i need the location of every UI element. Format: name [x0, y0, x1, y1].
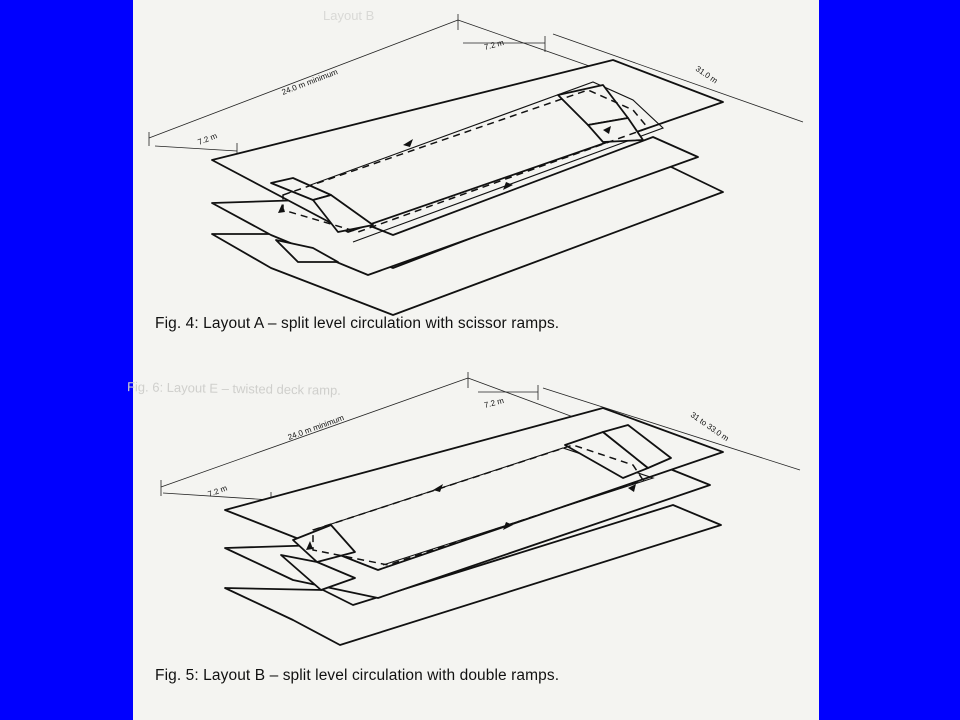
- diagram-canvas: 24.0 m minimum 31.0 m 7.2 m 7.2 m: [148, 14, 804, 646]
- fig5-length-label: 24.0 m minimum: [287, 413, 346, 442]
- fig5-ramp-right-b: [602, 424, 672, 469]
- fig5-direction-arrow: [628, 484, 636, 492]
- figure-5-drawing: 24.0 m minimum 31 to 33.0 m 7.2 m 7.2 m: [160, 372, 801, 646]
- bleed-through-text-top: Layout B: [323, 8, 375, 23]
- fig5-ramp-left-b: [280, 554, 356, 591]
- scanned-page: Layout B Fig. 6: Layout E – twisted deck…: [127, 0, 819, 720]
- fig5-direction-arrow: [433, 484, 443, 492]
- fig4-direction-arrow: [403, 139, 413, 147]
- fig5-circulation-path: [312, 444, 645, 566]
- fig4-direction-arrow: [278, 204, 285, 213]
- fig4-dimension-lines: [148, 14, 804, 162]
- fig5-bay-right-label: 7.2 m: [483, 396, 505, 410]
- fig5-ramp-left-a: [292, 524, 356, 563]
- figure-4-drawing: 24.0 m minimum 31.0 m 7.2 m 7.2 m: [148, 14, 804, 316]
- fig4-length-label: 24.0 m minimum: [280, 67, 339, 97]
- figure-4-caption: Fig. 4: Layout A – split level circulati…: [155, 315, 560, 332]
- fig4-inner-void: [282, 81, 665, 243]
- fig4-ramp-left-c: [275, 239, 339, 263]
- fig4-direction-arrow: [603, 126, 611, 134]
- fig5-direction-arrow: [503, 522, 513, 530]
- fig5-depth-label: 31 to 33.0 m: [689, 410, 731, 443]
- fig4-bay-left-label: 7.2 m: [196, 131, 218, 147]
- fig5-direction-arrow: [306, 541, 313, 550]
- fig5-deck-bottom: [224, 504, 722, 646]
- fig4-bay-right-label: 7.2 m: [483, 38, 505, 52]
- fig4-direction-arrow: [503, 182, 513, 190]
- fig4-ramp-right-b: [587, 117, 644, 143]
- figure-5-caption: Fig. 5: Layout B – split level circulati…: [155, 667, 560, 684]
- fig4-ramp-left-b: [312, 194, 374, 233]
- fig4-depth-label: 31.0 m: [694, 64, 720, 85]
